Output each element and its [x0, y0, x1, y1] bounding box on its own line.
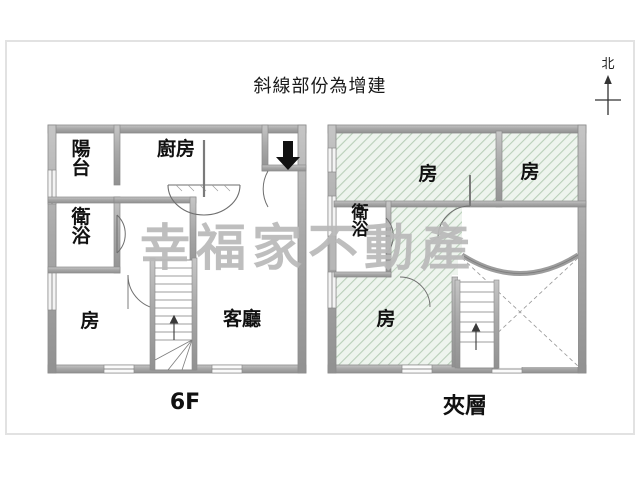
- room-label-bedroom-north: 房: [418, 163, 438, 185]
- entry-down-arrow-icon: [276, 141, 300, 170]
- right-plan-staircase: [454, 279, 500, 369]
- bathroom-door: [116, 214, 126, 254]
- kitchen-counter: [167, 140, 241, 216]
- north-arrow-icon: [595, 75, 621, 115]
- room-label-kitchen: 廚房: [156, 138, 195, 160]
- room-label-bedroom-south: 房: [376, 308, 396, 330]
- room-label-bathroom-mezz: 衛 浴: [351, 203, 369, 241]
- north-compass: 北: [588, 58, 628, 120]
- left-plan-staircase: [149, 257, 198, 371]
- right-plan-windows: [327, 147, 337, 309]
- stair-up-arrow-icon-right: [471, 322, 481, 350]
- right-bedroom-south-door: [399, 276, 431, 308]
- page-title: 斜線部份為增建: [253, 76, 387, 97]
- left-plan-bottom-openings: [103, 364, 243, 374]
- right-bathroom-door: [385, 217, 394, 255]
- room-label-bedroom-east: 房: [520, 161, 540, 183]
- right-bedroom-door: [437, 175, 471, 239]
- north-label: 北: [601, 57, 615, 72]
- right-plan-bottom-openings: [401, 364, 523, 374]
- room-label-balcony: 陽 台: [71, 138, 91, 180]
- floor-label-6f: 6F: [169, 390, 201, 415]
- right-plan-group: [327, 124, 587, 374]
- room-label-bathroom-6f: 衛 浴: [71, 206, 91, 248]
- floor-label-mezzanine: 夾層: [442, 394, 487, 419]
- room-label-bedroom-6f: 房: [80, 310, 100, 332]
- entry-door: [262, 170, 269, 208]
- right-plan-bathroom-floor: [334, 205, 390, 277]
- left-plan-group: [47, 124, 307, 374]
- hatched-extension-area: [334, 131, 580, 367]
- stair-up-arrow-icon: [169, 314, 179, 340]
- room-label-living-room: 客廳: [222, 308, 261, 330]
